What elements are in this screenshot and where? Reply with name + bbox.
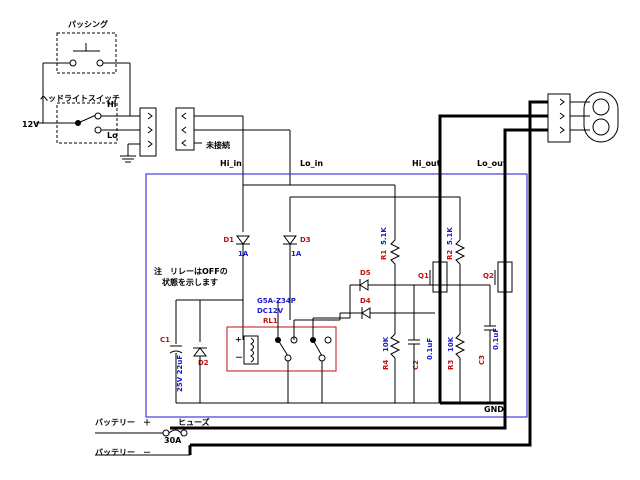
lo-in-label: Lo_in (300, 159, 323, 168)
fuse-rating: 30A (164, 436, 182, 445)
r1-label: R1 (380, 250, 388, 260)
note-line-2: 状態を示します (162, 277, 218, 287)
diode-d4: D4 (360, 297, 371, 319)
c2-value: 0.1uF (426, 338, 434, 360)
relay-plus: + (235, 335, 242, 344)
diode-d1: D1 1A (223, 235, 250, 258)
lo-label: Lo (107, 131, 118, 140)
d5-label: D5 (360, 269, 371, 277)
relay-rl1: + － (226, 326, 337, 372)
r2-label: R2 (446, 250, 454, 260)
passing-switch: パッシング (43, 19, 130, 74)
r1-value: 5.1K (380, 227, 388, 245)
r2-value: 5.1K (446, 227, 454, 245)
lo-out-label: Lo_out (477, 159, 507, 168)
gnd-label: GND (484, 405, 504, 414)
capacitor-c1: C1 25V 22uF (160, 336, 184, 392)
resistor-r1: R1 5.1K (380, 227, 401, 265)
resistor-r4: 10K R4 (382, 333, 401, 370)
d2-label: D2 (198, 359, 209, 367)
q2-label: Q2 (483, 272, 494, 280)
d3-rating: 1A (291, 250, 302, 258)
mosfet-q2: Q2 (483, 261, 513, 293)
r3-label: R3 (447, 360, 455, 370)
passing-label: パッシング (68, 19, 108, 29)
capacitor-c2: C2 0.1uF (408, 338, 434, 370)
resistor-r3: 10K R3 (447, 333, 466, 370)
hi-label: Hi (107, 100, 117, 109)
relay-voltage-label: DC12V (257, 307, 284, 315)
relay-part-label: G5A-Z34P (257, 297, 296, 305)
c3-value: 0.1uF (492, 328, 500, 350)
d3-label: D3 (300, 236, 311, 244)
hi-in-label: Hi_in (220, 159, 242, 168)
headlight-switch: ヘッドライトスイッチ 12V Hi Lo (22, 63, 140, 144)
r4-label: R4 (382, 360, 390, 370)
d4-label: D4 (360, 297, 371, 305)
c2-label: C2 (412, 360, 420, 370)
fuse (162, 429, 188, 437)
headlight-connector (547, 91, 619, 143)
c3-label: C3 (478, 355, 486, 365)
diode-d2: D2 (193, 347, 209, 367)
diode-d3: D3 1A (283, 235, 311, 258)
resistor-r2: R2 5.1K (446, 227, 466, 265)
hi-out-label: Hi_out (412, 159, 441, 168)
r4-value: 10K (382, 336, 390, 352)
mosfet-q1: Q1 (418, 261, 448, 293)
passing-switch-box (56, 32, 117, 74)
c1-label: C1 (160, 336, 170, 344)
fuse-label: ヒューズ (178, 417, 210, 427)
d1-label: D1 (223, 236, 234, 244)
relay-ref-label: RL1 (263, 317, 278, 325)
capacitor-c3: C3 0.1uF (478, 325, 500, 365)
battery-plus-label: バッテリー ＋ (95, 418, 151, 427)
headlight-switch-label: ヘッドライトスイッチ (40, 94, 120, 103)
battery-minus-label: バッテリー － (95, 448, 151, 457)
connector-switch-side (120, 107, 157, 163)
unconnected-label: 未接続 (205, 140, 230, 150)
diode-d5: D5 (359, 269, 371, 291)
relay-minus: － (235, 353, 243, 362)
q1-label: Q1 (418, 272, 429, 280)
c1-value: 25V 22uF (176, 355, 184, 392)
v12-label: 12V (22, 120, 40, 129)
note-line-1: 注 リレーはOFFの (154, 266, 228, 276)
circuit-board-outline (145, 173, 528, 418)
r3-value: 10K (447, 336, 455, 352)
connector-input-side: 未接続 (175, 107, 291, 185)
